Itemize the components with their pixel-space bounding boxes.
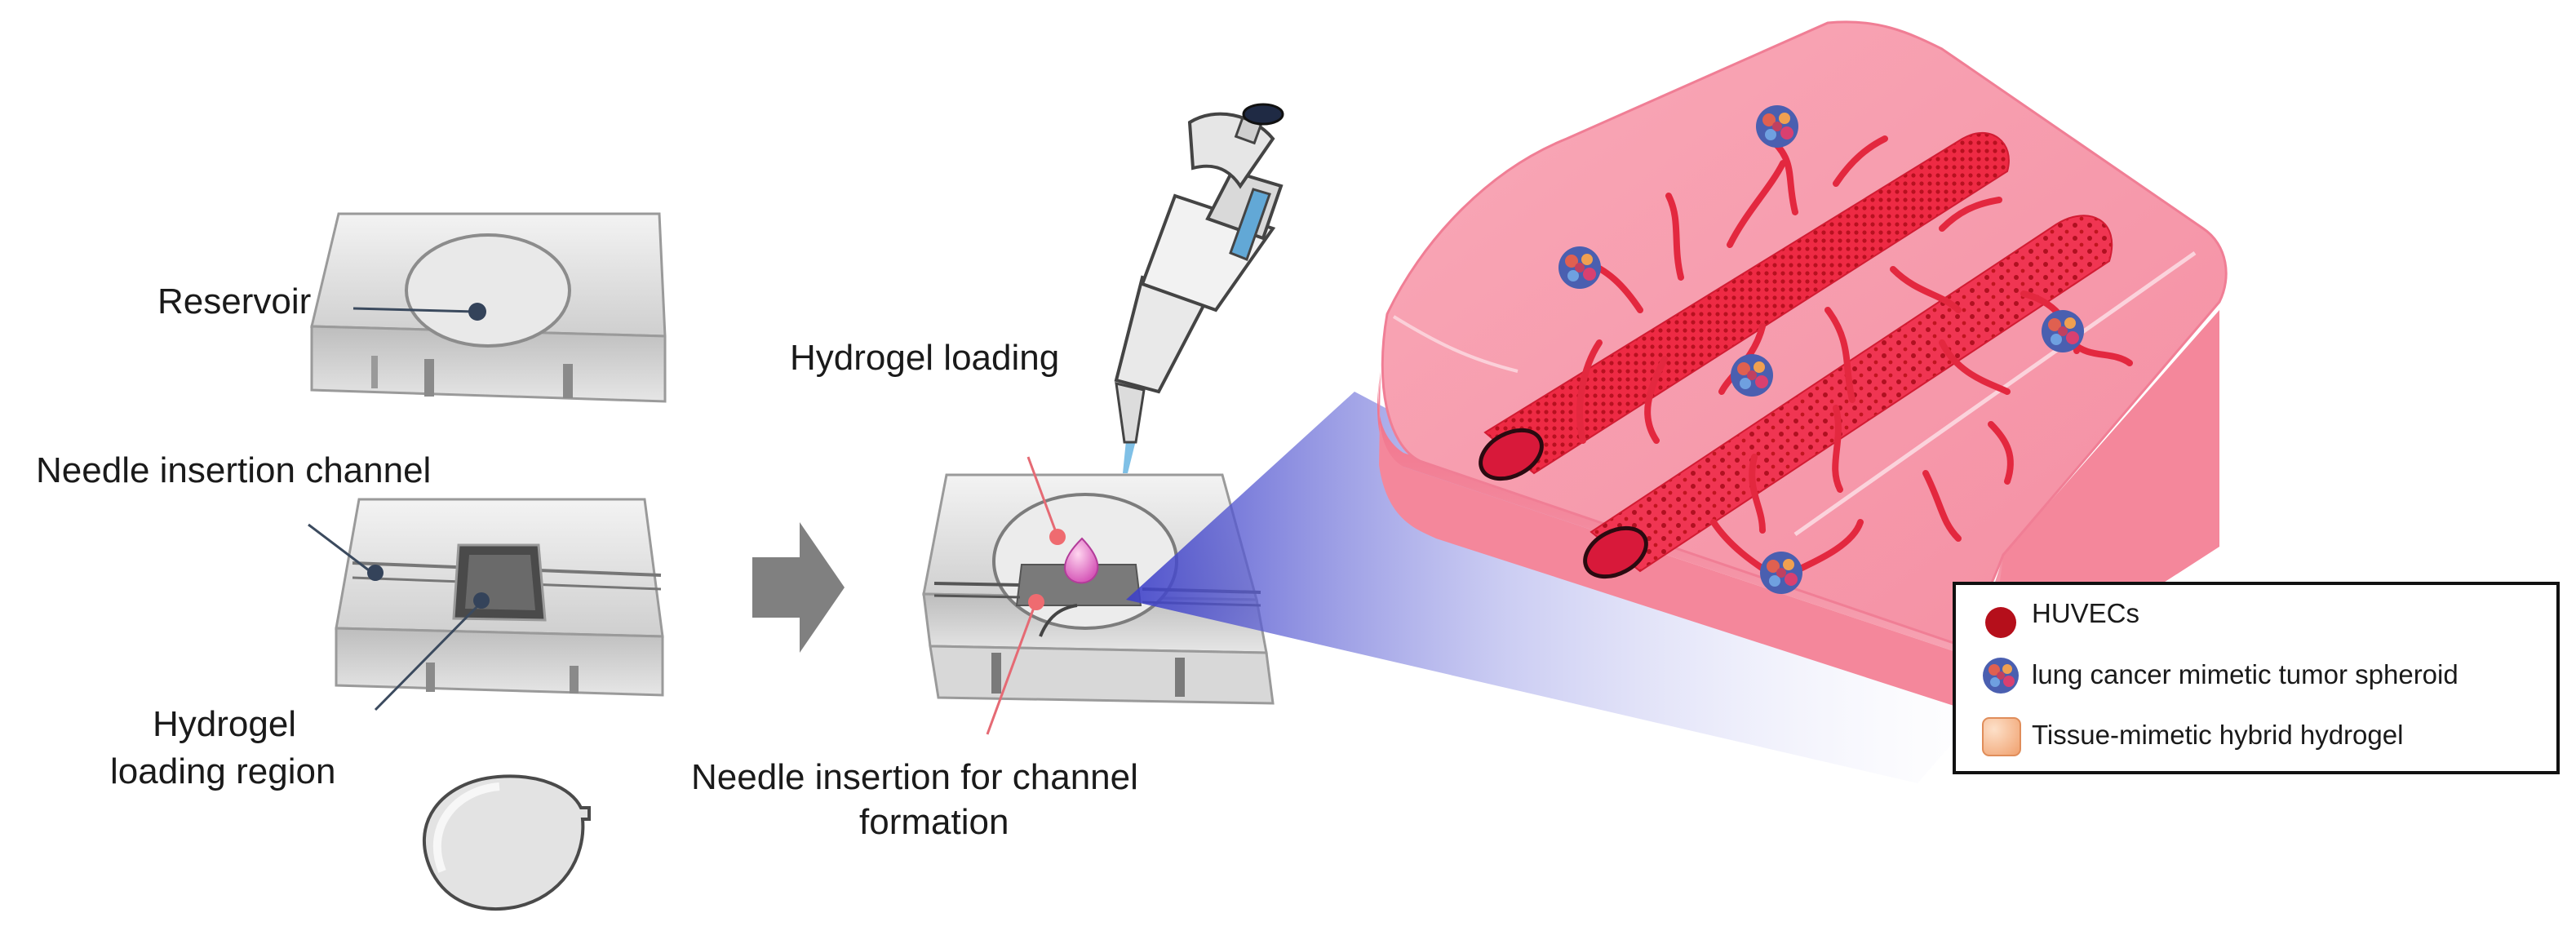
hydrogel-loading-marker [1049,529,1066,545]
spheroid-icon [2042,310,2084,352]
legend-label-spheroid: lung cancer mimetic tumor spheroid [2032,659,2459,689]
hydrogel-square-icon [1982,717,2021,756]
spheroid-icon [1731,354,1773,397]
bottom-cover-disc [423,774,591,911]
pipette-icon [1114,103,1284,473]
needle-channel-marker [367,565,384,581]
legend-label-hydrogel: Tissue-mimetic hybrid hydrogel [2032,720,2403,750]
legend: HUVECs lung cancer mimetic tumor spheroi… [1953,582,2560,774]
hydrogel-region-label-2: loading region [110,751,335,791]
reservoir-layer [310,212,667,403]
spheroid-icon [1558,246,1601,289]
hydrogel-region-label-1: Hydrogel [153,704,296,744]
needle-formation-marker [1028,594,1044,610]
legend-label-huvecs: HUVECs [2032,598,2139,628]
zoom-beam [1126,392,1975,783]
needle-formation-label-1: Needle insertion for channel [691,757,1138,797]
spheroid-icon [1983,658,2019,694]
reservoir-marker [468,303,486,321]
hydrogel-loading-label: Hydrogel loading [790,338,1059,378]
spheroid-icon [1756,105,1798,148]
reservoir-label: Reservoir [157,281,311,321]
tumor-spheroids [1558,105,2084,594]
needle-formation-label-2: formation [859,802,1009,842]
needle-channel-label: Needle insertion channel [36,450,431,490]
red-dot-icon [1985,607,2016,638]
spheroid-icon [1760,552,1802,594]
hydrogel-region-marker [473,592,490,609]
hydrogel-drop-icon [1063,537,1099,584]
process-arrow [752,522,845,653]
vessel-channel-1 [1479,131,2010,481]
channel-layer [335,498,664,697]
